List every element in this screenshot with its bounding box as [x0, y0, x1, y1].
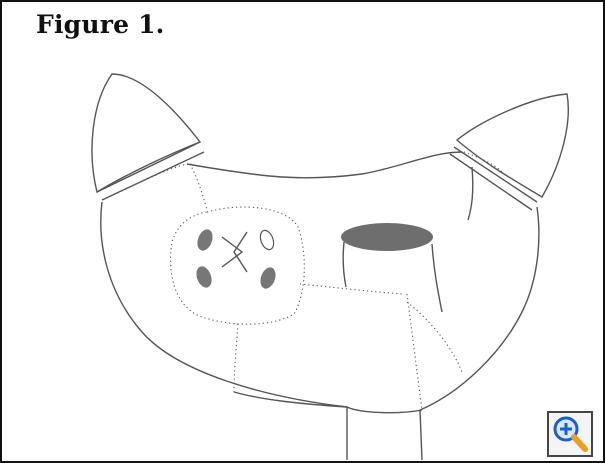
- chin-seam-left: [234, 324, 238, 392]
- right-vertical-seam: [407, 294, 422, 410]
- eye-tube: [343, 242, 442, 312]
- zoom-button[interactable]: [547, 411, 593, 457]
- left-cheek-seam: [190, 164, 207, 210]
- top-seam: [187, 152, 462, 178]
- right-ear: [457, 94, 568, 197]
- head-outline: [101, 202, 539, 413]
- eye-opening: [341, 223, 433, 251]
- zoom-in-magnifier-icon: [549, 413, 591, 455]
- left-ear: [92, 74, 200, 192]
- muzzle-dot-lower-left: [194, 264, 215, 289]
- muzzle-dot-upper-left: [195, 227, 216, 252]
- left-ear-base: [97, 142, 204, 200]
- right-ear-base: [450, 147, 537, 210]
- neck-right: [420, 410, 422, 460]
- mid-seam: [300, 284, 404, 294]
- right-inner-line: [468, 167, 473, 220]
- muzzle-dot-upper-right: [258, 229, 276, 252]
- muzzle-patch: [171, 207, 305, 324]
- muzzle-mouth: [222, 232, 247, 272]
- muzzle-dot-lower-right: [258, 265, 279, 290]
